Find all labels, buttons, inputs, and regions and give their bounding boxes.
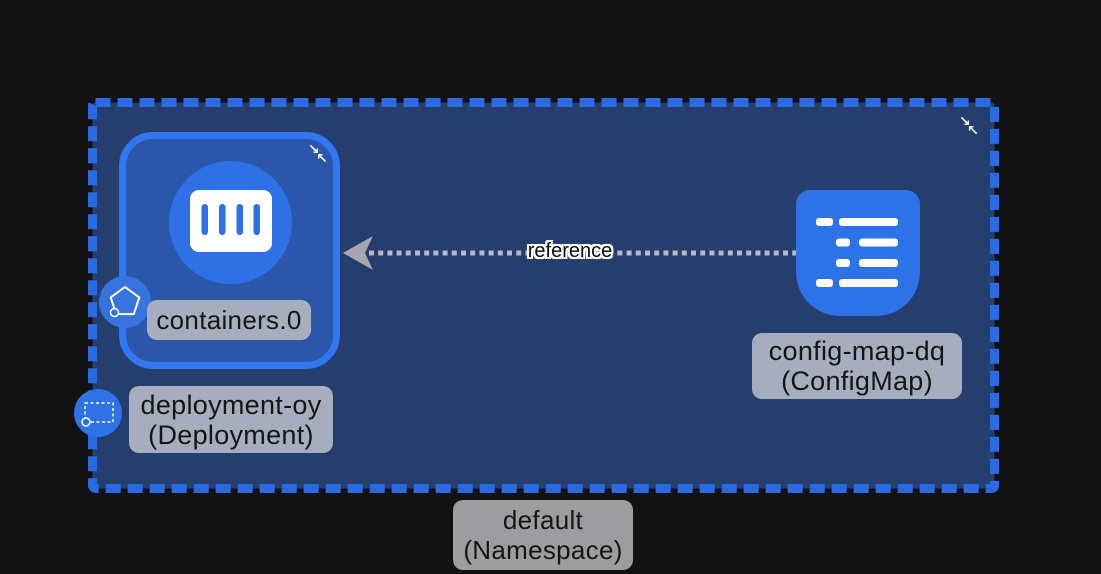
collapse-arrow-icon: ↘: [959, 113, 971, 129]
collapse-arrow-icon: ↘: [308, 141, 320, 157]
namespace-kind: (Namespace): [463, 535, 623, 565]
namespace-name: default: [502, 505, 584, 535]
collapse-arrow-icon: ↖: [316, 150, 328, 166]
container-icon: [190, 190, 272, 252]
edge-label: reference: [527, 240, 613, 262]
configmap-node[interactable]: [796, 190, 920, 316]
dashed-rect-icon: [81, 402, 114, 427]
deployment-label-badge[interactable]: deployment-oy (Deployment): [129, 386, 333, 453]
pentagon-badge-icon[interactable]: [99, 276, 151, 328]
container-label: containers.0: [156, 304, 302, 335]
collapse-arrow-icon: ↖: [967, 122, 979, 138]
configmap-icon: [816, 218, 898, 287]
container-node[interactable]: [169, 161, 292, 284]
namespace-collapse-icon[interactable]: ↘ ↖: [957, 114, 983, 140]
edge-arrowhead-icon: [343, 236, 373, 270]
configmap-name: config-map-dq: [768, 336, 946, 366]
dashed-rect-badge-icon[interactable]: [74, 389, 122, 437]
reference-edge: [343, 236, 802, 270]
deployment-kind: (Deployment): [148, 419, 314, 450]
deployment-collapse-icon[interactable]: ↘ ↖: [306, 142, 332, 168]
configmap-kind: (ConfigMap): [781, 366, 933, 396]
container-label-badge[interactable]: containers.0: [147, 300, 311, 340]
pentagon-icon: [109, 286, 141, 318]
deployment-name: deployment-oy: [140, 389, 322, 420]
namespace-label-badge[interactable]: default (Namespace): [453, 500, 633, 570]
configmap-label-badge[interactable]: config-map-dq (ConfigMap): [752, 333, 962, 399]
